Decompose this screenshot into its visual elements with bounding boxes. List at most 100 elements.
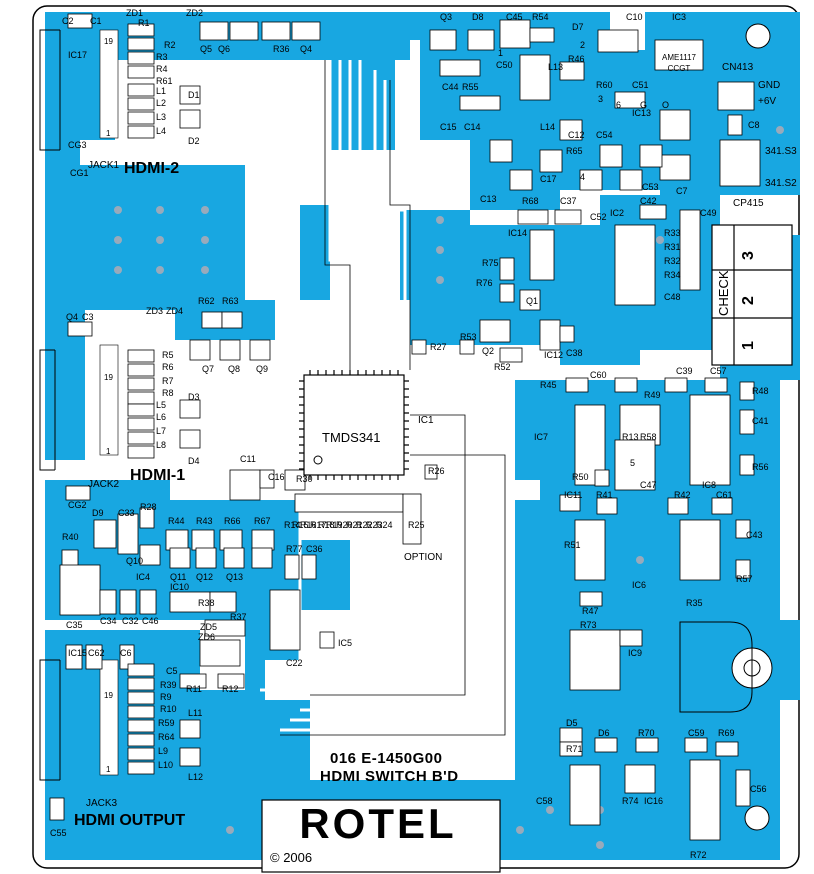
refdes-label: C2 [62, 16, 74, 26]
refdes-label: R10 [160, 704, 177, 714]
rotel-logo-box [261, 799, 501, 873]
refdes-label: C42 [640, 196, 657, 206]
refdes-label: IC3 [672, 12, 687, 22]
refdes-label: C22 [286, 658, 303, 668]
refdes-label: 1 [498, 48, 504, 58]
refdes-label: L6 [156, 412, 167, 422]
refdes-label: C61 [716, 490, 733, 500]
refdes-label: R8 [162, 388, 174, 398]
refdes-label: D7 [572, 22, 584, 32]
tmds341-label: TMDS341 [322, 430, 381, 445]
refdes-label: C12 [568, 130, 585, 140]
refdes-label: L1 [156, 86, 167, 96]
hdmi1-pin-top: 19 [104, 373, 113, 382]
refdes-label: C49 [700, 208, 717, 218]
refdes-label: R71 [566, 744, 583, 754]
refdes-label: IC11 [564, 490, 583, 500]
refdes-label: Q3 [440, 12, 453, 22]
hdmi1-label: HDMI-1 [130, 467, 186, 484]
refdes-label: C60 [590, 370, 607, 380]
check-label: CHECK [716, 270, 731, 316]
cp415-label: CP415 [733, 198, 764, 209]
refdes-label: R67 [254, 516, 271, 526]
refdes-label: C10 [626, 12, 643, 22]
refdes-label: R63 [222, 296, 239, 306]
refdes-label: C1 [90, 16, 102, 26]
refdes-label: D1 [188, 90, 200, 100]
refdes-label: R65 [566, 146, 583, 156]
hdmi-connector-outlines [39, 29, 61, 781]
refdes-label: Q1 [526, 296, 539, 306]
refdes-label: L14 [540, 122, 556, 132]
refdes-label: R52 [494, 362, 511, 372]
refdes-label: C38 [566, 348, 583, 358]
refdes-label: R7 [162, 376, 174, 386]
refdes-label: ZD1 [126, 8, 144, 18]
refdes-label: C13 [480, 194, 497, 204]
refdes-label: C46 [142, 616, 159, 626]
refdes-label: C39 [676, 366, 693, 376]
refdes-label: R74 [622, 796, 639, 806]
refdes-label: C53 [642, 182, 659, 192]
refdes-label: C5 [166, 666, 178, 676]
refdes-label: R64 [158, 732, 175, 742]
refdes-label: L9 [158, 746, 169, 756]
hdmi-pins [99, 29, 119, 776]
trace-bus [260, 60, 502, 732]
refdes-label: IC16 [644, 796, 664, 806]
refdes-label: D4 [188, 456, 200, 466]
gnd-label: GND [758, 80, 781, 91]
refdes-label: R9 [160, 692, 172, 702]
refdes-label: C15 [440, 122, 457, 132]
refdes-label: L11 [188, 708, 203, 718]
refdes-label: O [662, 100, 670, 110]
refdes-label: R42 [674, 490, 691, 500]
refdes-label: C41 [752, 416, 769, 426]
refdes-label: C48 [664, 292, 681, 302]
refdes-label: C62 [88, 648, 105, 658]
refdes-label: C33 [118, 508, 135, 518]
refdes-label: G [640, 100, 648, 110]
refdes-label: L13 [548, 62, 564, 72]
refdes-label: C51 [632, 80, 649, 90]
refdes-label: R51 [564, 540, 581, 550]
refdes-label: C36 [306, 544, 323, 554]
refdes-label: IC9 [628, 648, 643, 658]
refdes-label: R46 [568, 54, 585, 64]
refdes-label: R68 [522, 196, 539, 206]
refdes-label: C11 [240, 454, 256, 464]
refdes-label: R33 [664, 228, 681, 238]
refdes-label: D9 [92, 508, 104, 518]
refdes-label: C57 [710, 366, 727, 376]
refdes-label: R5 [162, 350, 174, 360]
refdes-label: R40 [62, 532, 79, 542]
refdes-label: R38 [198, 598, 215, 608]
refdes-label: C54 [596, 130, 613, 140]
refdes-label: IC5 [338, 638, 353, 648]
hdmi2-pin-top: 19 [104, 37, 113, 46]
jack2-label: JACK2 [88, 479, 120, 490]
refdes-label: R3 [156, 52, 168, 62]
option-label: OPTION [404, 552, 443, 563]
refdes-label: R43 [196, 516, 213, 526]
refdes-label: R27 [430, 342, 447, 352]
refdes-label: L12 [188, 772, 204, 782]
cp415-pin-1: 1 [740, 341, 757, 350]
refdes-label: R15 [292, 520, 309, 530]
refdes-label: Q7 [202, 364, 215, 374]
refdes-label: R41 [596, 490, 613, 500]
refdes-label: CG3 [68, 140, 87, 150]
refdes-label: R14 [284, 520, 301, 530]
refdes-label: R18 [318, 520, 335, 530]
refdes-label: IC4 [136, 572, 151, 582]
hdmi-output-label: HDMI OUTPUT [74, 812, 186, 829]
refdes-label: C59 [688, 728, 705, 738]
refdes-label: IC13 [632, 108, 652, 118]
refdes-label: C47 [640, 480, 657, 490]
refdes-label: L7 [156, 426, 167, 436]
refdes-label: C32 [122, 616, 139, 626]
refdes-label: R23 [366, 520, 383, 530]
refdes-label: R12 [222, 684, 239, 694]
ic1-label: IC1 [418, 415, 434, 426]
refdes-label: L2 [156, 98, 167, 108]
